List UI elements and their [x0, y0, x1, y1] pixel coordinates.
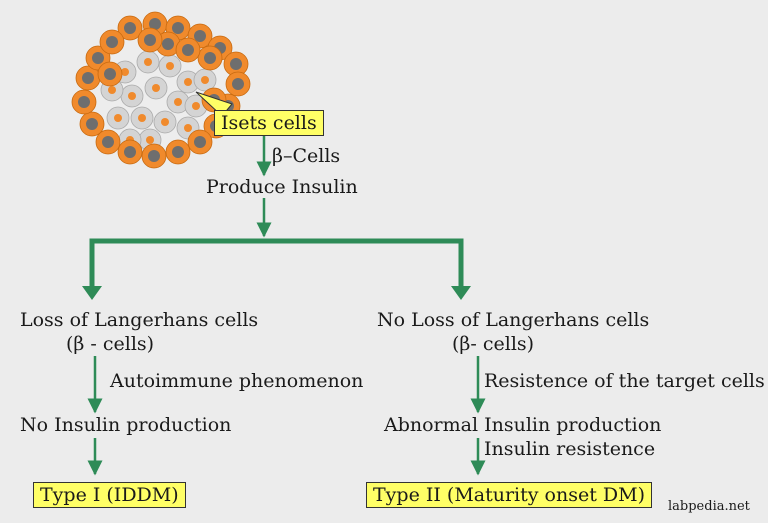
outer-cell-nucleus — [102, 136, 114, 148]
outer-cell-nucleus — [144, 34, 156, 46]
branch-arrowhead-right — [451, 286, 471, 300]
outer-cell-nucleus — [230, 58, 242, 70]
branch-arrowhead-left — [82, 286, 102, 300]
type2-outcome-box: Type II (Maturity onset DM) — [366, 482, 652, 508]
outer-cell-nucleus — [78, 96, 90, 108]
inner-cell-nucleus — [144, 58, 152, 66]
left-branch-title: Loss of Langerhans cells — [20, 309, 259, 331]
outer-cell-nucleus — [124, 22, 136, 34]
left-branch-mechanism: Autoimmune phenomenon — [110, 370, 364, 392]
inner-cell-nucleus — [152, 84, 160, 92]
inner-cell-nucleus — [161, 118, 169, 126]
outer-cell-nucleus — [124, 146, 136, 158]
inner-cell-nucleus — [192, 102, 200, 110]
inner-cell-nucleus — [128, 92, 136, 100]
outer-cell-nucleus — [204, 52, 216, 64]
outer-cell-nucleus — [172, 22, 184, 34]
inner-cell-nucleus — [184, 78, 192, 86]
outer-cell-nucleus — [86, 118, 98, 130]
outer-cell-nucleus — [172, 146, 184, 158]
islet-cells-illustration — [71, 11, 251, 169]
outer-cell-nucleus — [149, 18, 161, 30]
right-branch-result: Abnormal Insulin production — [384, 414, 662, 436]
left-branch-subtitle: (β - cells) — [66, 333, 155, 355]
right-branch-mechanism: Resistence of the target cells — [484, 370, 765, 392]
inner-cell-nucleus — [184, 124, 192, 132]
right-branch-subtitle: (β- cells) — [452, 333, 535, 355]
left-branch-result: No Insulin production — [20, 414, 232, 436]
outer-cell-nucleus — [106, 36, 118, 48]
inner-cell-nucleus — [138, 114, 146, 122]
outer-cell-nucleus — [182, 44, 194, 56]
inner-cell-nucleus — [166, 62, 174, 70]
inner-cell-nucleus — [201, 76, 209, 84]
outer-cell-nucleus — [194, 30, 206, 42]
site-watermark: labpedia.net — [668, 499, 750, 514]
outer-cell-nucleus — [194, 136, 206, 148]
islet-cells-callout: Isets cells — [214, 110, 324, 136]
outer-cell-nucleus — [92, 52, 104, 64]
inner-cell-nucleus — [108, 86, 116, 94]
right-branch-result-secondary: Insulin resistence — [484, 438, 656, 460]
outer-cell-nucleus — [232, 78, 244, 90]
produce-insulin-label: Produce Insulin — [206, 176, 358, 198]
outer-cell-nucleus — [148, 150, 160, 162]
right-branch-title: No Loss of Langerhans cells — [377, 309, 650, 331]
outer-cell-nucleus — [104, 68, 116, 80]
branch-connector — [89, 238, 464, 296]
type1-outcome-box: Type I (IDDM) — [33, 482, 186, 508]
inner-cell-nucleus — [174, 98, 182, 106]
inner-cell-nucleus — [146, 136, 154, 144]
inner-cell-nucleus — [121, 68, 129, 76]
outer-cell-nucleus — [82, 72, 94, 84]
inner-cell-nucleus — [114, 114, 122, 122]
outer-cell-nucleus — [162, 38, 174, 50]
beta-cells-label: β–Cells — [272, 145, 341, 167]
